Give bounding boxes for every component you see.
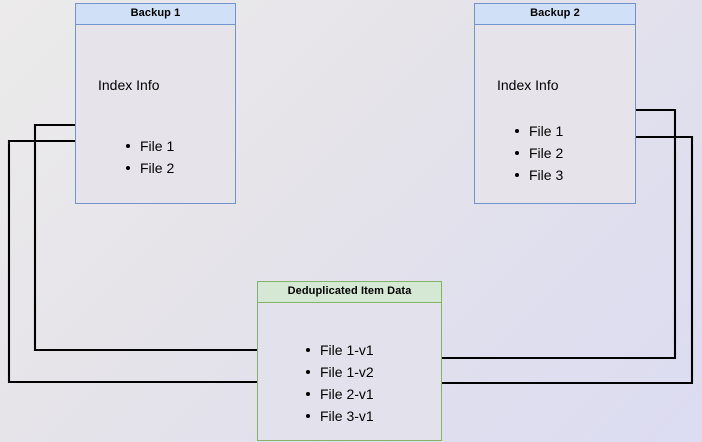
list-item[interactable]: File 1-v1 [304,339,374,361]
node-backup-2[interactable]: Backup 2 Index Info File 1 File 2 File 3 [474,3,636,204]
list-item[interactable]: File 2-v1 [304,383,374,405]
node-deduplicated-item-data[interactable]: Deduplicated Item Data File 1-v1 File 1-… [257,281,442,441]
backup-2-index-info-label: Index Info [497,77,559,93]
node-backup-2-title: Backup 2 [475,4,635,25]
list-item[interactable]: File 2 [513,142,563,164]
list-item[interactable]: File 1 [124,135,174,157]
list-item[interactable]: File 1-v2 [304,361,374,383]
backup-1-index-info-label: Index Info [98,77,160,93]
list-item[interactable]: File 1 [513,120,563,142]
list-item[interactable]: File 3-v1 [304,405,374,427]
list-item[interactable]: File 3 [513,164,563,186]
node-backup-2-body: Index Info File 1 File 2 File 3 [475,25,635,203]
node-backup-1-title: Backup 1 [76,4,235,25]
backup-1-file-list: File 1 File 2 [124,135,174,179]
node-backup-1[interactable]: Backup 1 Index Info File 1 File 2 [75,3,236,204]
list-item[interactable]: File 2 [124,157,174,179]
node-dedup-title: Deduplicated Item Data [258,282,441,303]
dedup-item-list: File 1-v1 File 1-v2 File 2-v1 File 3-v1 [304,339,374,427]
backup-2-file-list: File 1 File 2 File 3 [513,120,563,186]
node-dedup-body: File 1-v1 File 1-v2 File 2-v1 File 3-v1 [258,303,441,440]
node-backup-1-body: Index Info File 1 File 2 [76,25,235,203]
